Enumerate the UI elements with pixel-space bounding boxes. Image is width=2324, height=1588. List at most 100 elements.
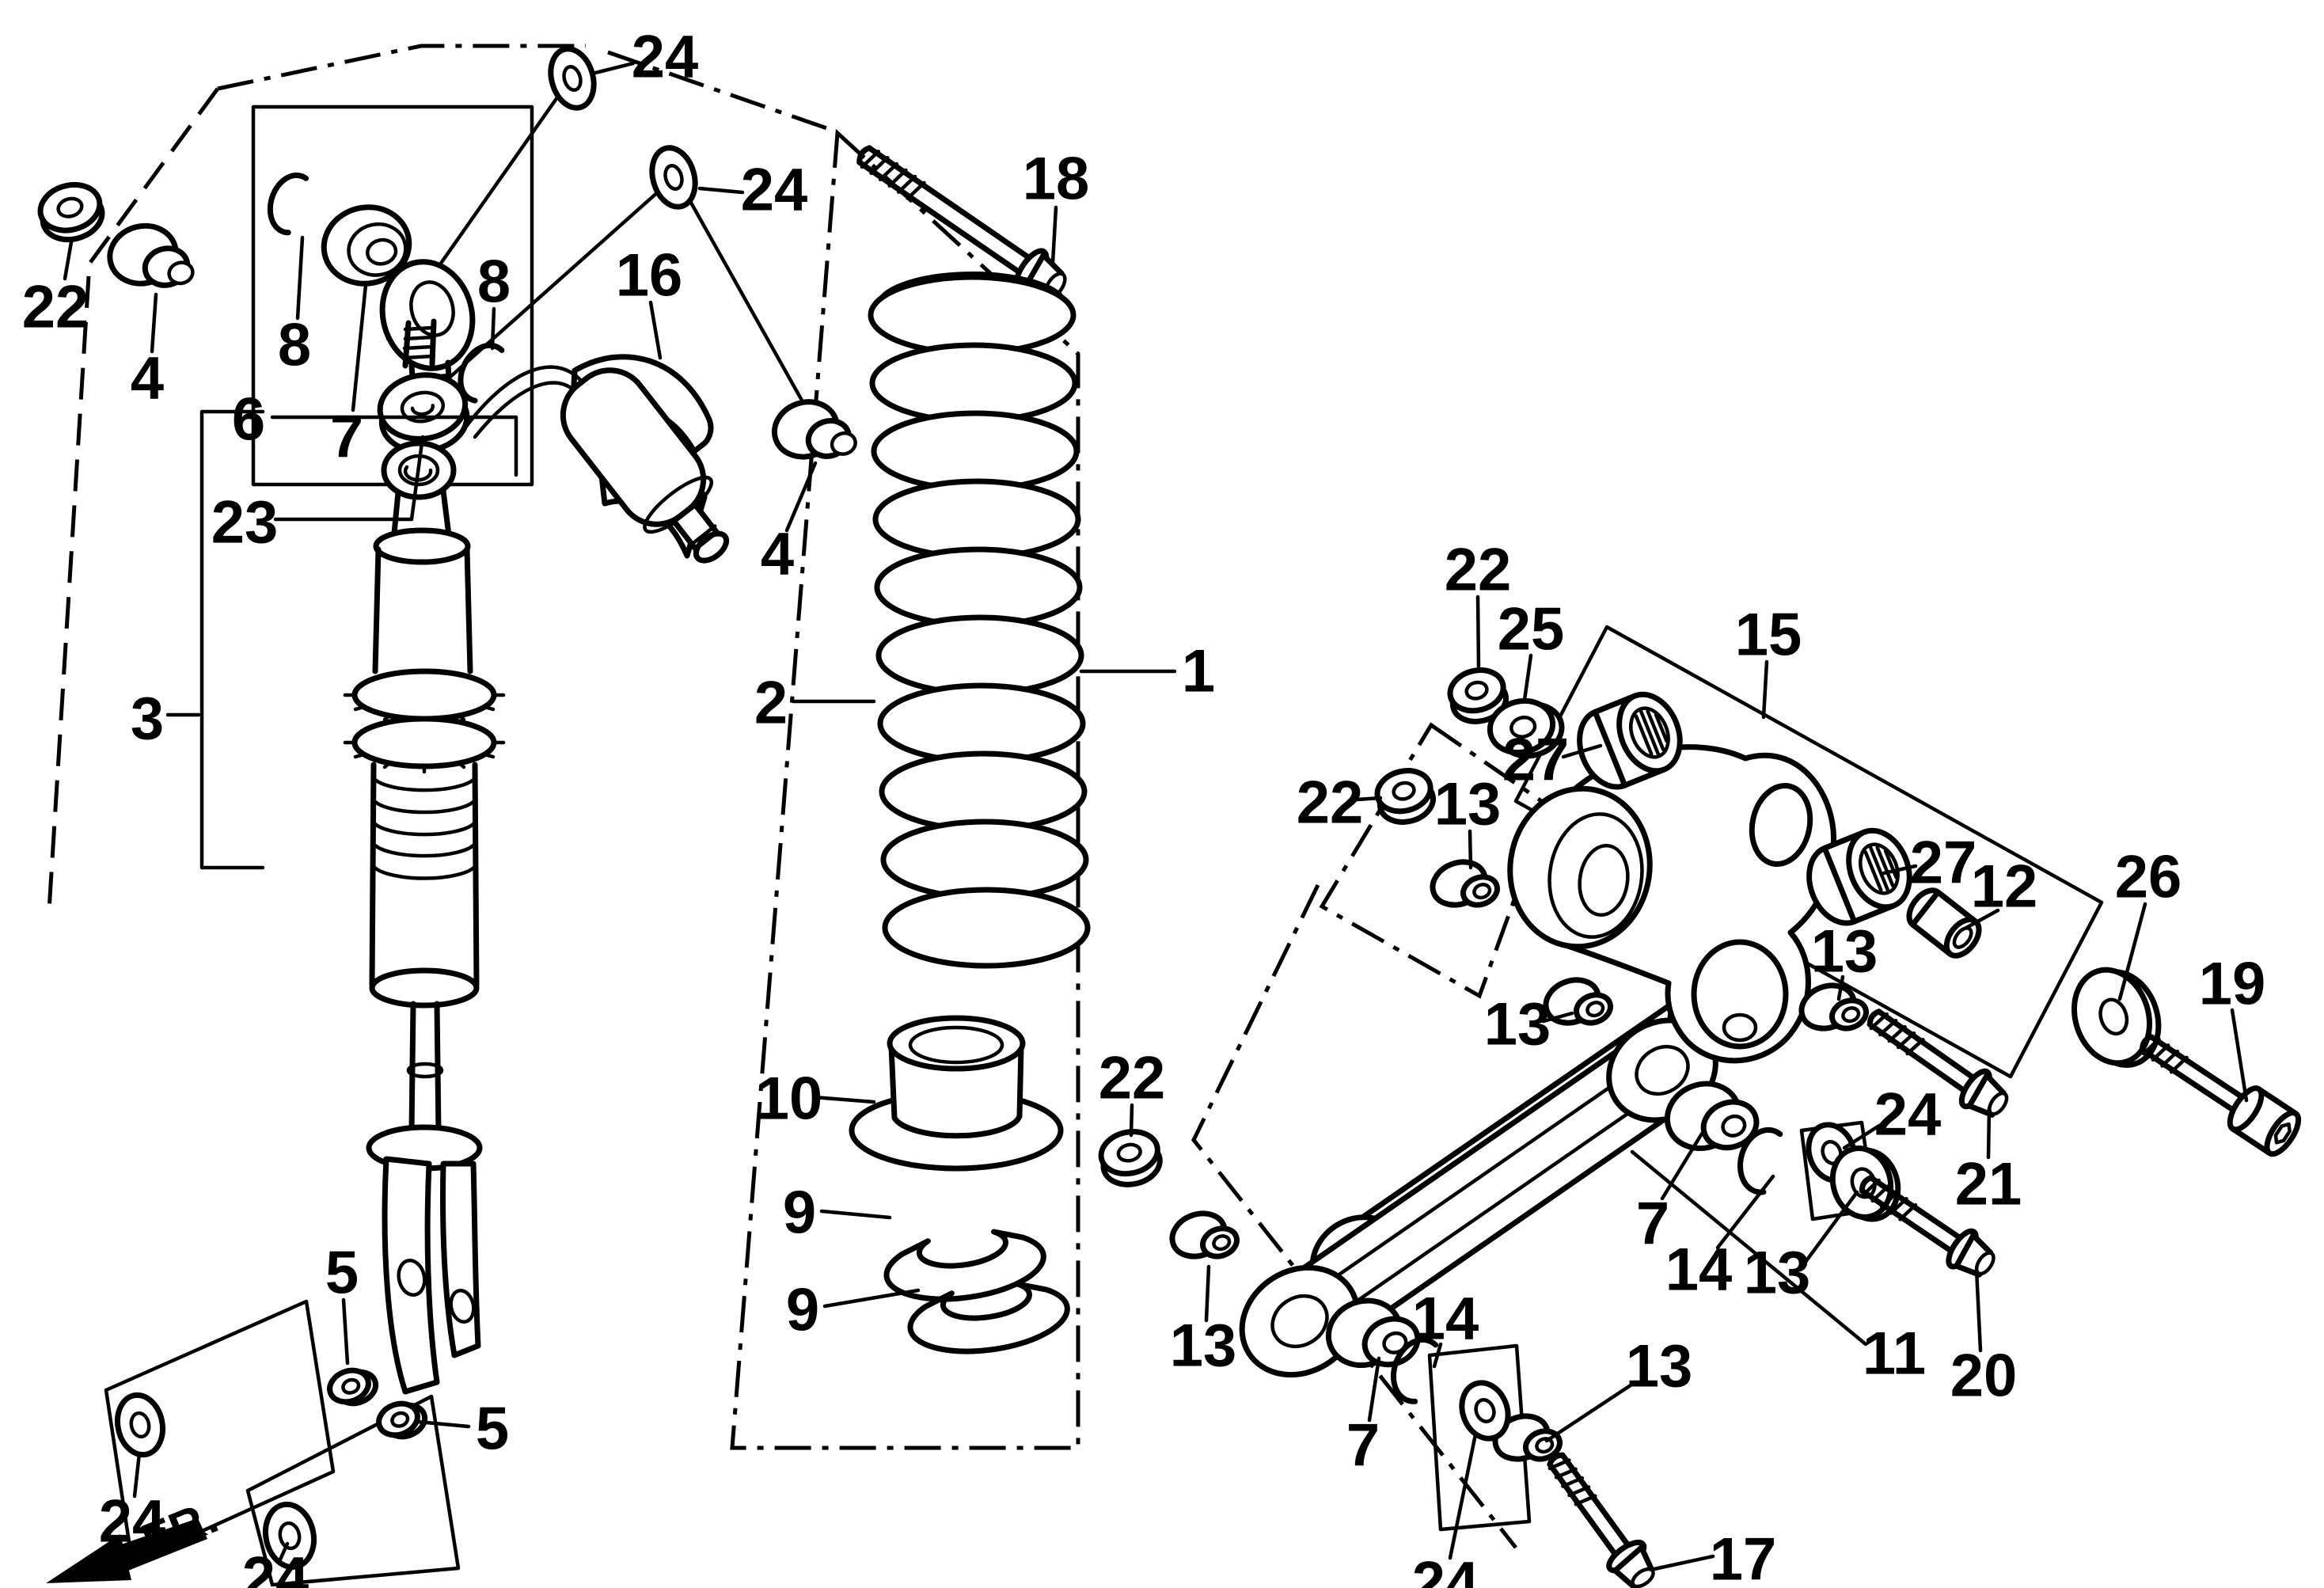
washer-24-knuckle: [1806, 1122, 1858, 1183]
bracket-part3: [199, 409, 265, 870]
callout-leader-24: [593, 61, 636, 75]
callout-leader-12: [1964, 908, 2000, 930]
callout-label-5: 5: [476, 1396, 509, 1463]
callout-leader-27: [1561, 743, 1603, 759]
rubber-stopper-4-left: [107, 222, 195, 288]
callout-label-27: 27: [1910, 830, 1977, 897]
callout-leader-17: [1652, 1554, 1715, 1571]
callout-leader-11: [1630, 1149, 1868, 1347]
lock-nut-23: [377, 372, 470, 454]
callout-label-8: 8: [278, 312, 311, 379]
shock-link-knuckle-15: [1507, 744, 1836, 1064]
clevis-prong-rear: [440, 1161, 481, 1358]
callout-leader-8: [490, 306, 496, 351]
collar-pipe-12: [1906, 887, 1982, 959]
shock-body-3: [343, 318, 506, 1395]
callout-label-14: 14: [1412, 1286, 1479, 1353]
fr-arrow-head: [46, 1534, 131, 1583]
callout-leader-21: [1986, 1106, 1992, 1160]
needle-bearing-27-upper: [1577, 691, 1683, 790]
snap-ring-14-lower: [1390, 1336, 1439, 1404]
callout-leader-15: [1761, 659, 1769, 720]
washer-24-top-2: [649, 145, 698, 210]
callout-leader-7: [351, 283, 368, 412]
flange-bolt-17: [1547, 1452, 1655, 1588]
callout-leader-22: [1354, 796, 1383, 802]
callout-leader-20: [1974, 1267, 1983, 1353]
fr-arrow-shaft: [119, 1518, 207, 1571]
callout-label-12: 12: [1971, 853, 2038, 921]
callout-leader-14: [1715, 1174, 1775, 1250]
axis-line-c: [682, 188, 818, 427]
shock-absorber-group: [37, 46, 730, 1571]
spring-collar-9-lower: [907, 1281, 1070, 1354]
washer-26: [2071, 967, 2162, 1068]
callout-leader-9: [822, 1288, 921, 1309]
spring-adjuster-ring-2: [343, 716, 506, 774]
circlip-8-left: [267, 173, 309, 236]
callout-label-22: 22: [1297, 769, 1364, 837]
flange-nut-22-upper-right: [1447, 667, 1509, 724]
callout-label-2: 2: [754, 670, 788, 737]
collar-13-b: [1543, 977, 1613, 1026]
callout-label-11: 11: [1863, 1320, 1926, 1388]
callout-leader-5: [341, 1297, 350, 1366]
callout-leader-26: [2117, 902, 2147, 1001]
callout-leader-24: [697, 186, 745, 195]
callout-label-1: 1: [1182, 638, 1215, 705]
spring-collar-9-upper: [883, 1229, 1046, 1302]
spring-guide-10: [849, 1015, 1064, 1172]
callout-label-22: 22: [1445, 537, 1512, 604]
callout-leader-10: [811, 1095, 876, 1104]
callout-label-23: 23: [211, 489, 279, 557]
flange-bolt-20: [1859, 1175, 1996, 1278]
callout-label-15: 15: [1735, 602, 1802, 669]
flange-nut-22-top-left: [37, 181, 105, 243]
callout-leader-7: [1367, 1356, 1381, 1423]
callout-label-21: 21: [1955, 1151, 2022, 1218]
callout-label-5: 5: [325, 1240, 359, 1307]
rubber-stopper-4-right: [771, 399, 857, 460]
callout-label-9: 9: [786, 1277, 819, 1344]
clevis-bracket-panel-2: [245, 1394, 461, 1587]
callout-label-20: 20: [1950, 1343, 2018, 1410]
callout-leader-13: [1468, 829, 1473, 870]
callout-label-22: 22: [22, 274, 89, 341]
callout-leader-24: [1842, 1123, 1882, 1150]
collar-13-f: [1169, 1210, 1240, 1259]
callout-leader-9: [819, 1209, 892, 1220]
washer-24-top-1: [548, 46, 597, 111]
callout-leader-14: [1432, 1342, 1443, 1369]
collar-13-e: [1492, 1413, 1563, 1462]
linkage-group: [1169, 667, 2302, 1588]
spherical-bearing-7: [321, 204, 412, 287]
callout-label-7: 7: [1636, 1191, 1669, 1258]
callout-label-4: 4: [761, 521, 794, 588]
callout-label-24: 24: [1874, 1081, 1942, 1149]
reservoir: [463, 365, 730, 564]
flange-nut-22-left-of-knuckle: [1374, 768, 1436, 825]
snap-ring-14-upper: [1737, 1126, 1783, 1195]
callout-leader-23: [273, 435, 425, 522]
callout-label-7: 7: [1346, 1412, 1380, 1480]
callout-label-22: 22: [1099, 1045, 1166, 1112]
callout-leader-19: [2230, 1008, 2249, 1103]
callout-label-6: 6: [232, 386, 265, 454]
callout-leader-4: [150, 292, 158, 354]
washer-5-lower: [376, 1400, 428, 1440]
coil-spring-2: [868, 272, 1091, 969]
bushing-7-knuckle: [1664, 1081, 1760, 1152]
callout-label-13: 13: [1434, 771, 1502, 838]
callout-leader-13: [1204, 1264, 1211, 1323]
callout-label-9: 9: [783, 1180, 816, 1247]
linkage-lower-boundary: [1191, 883, 1517, 1549]
washer-24-bottom-2: [262, 1501, 317, 1571]
washer-5-upper: [327, 1367, 379, 1407]
washer-24-bottom-1: [114, 1392, 166, 1458]
callout-label-27: 27: [1502, 727, 1570, 794]
axis-line-b: [412, 181, 670, 411]
callout-label-17: 17: [1710, 1526, 1777, 1588]
